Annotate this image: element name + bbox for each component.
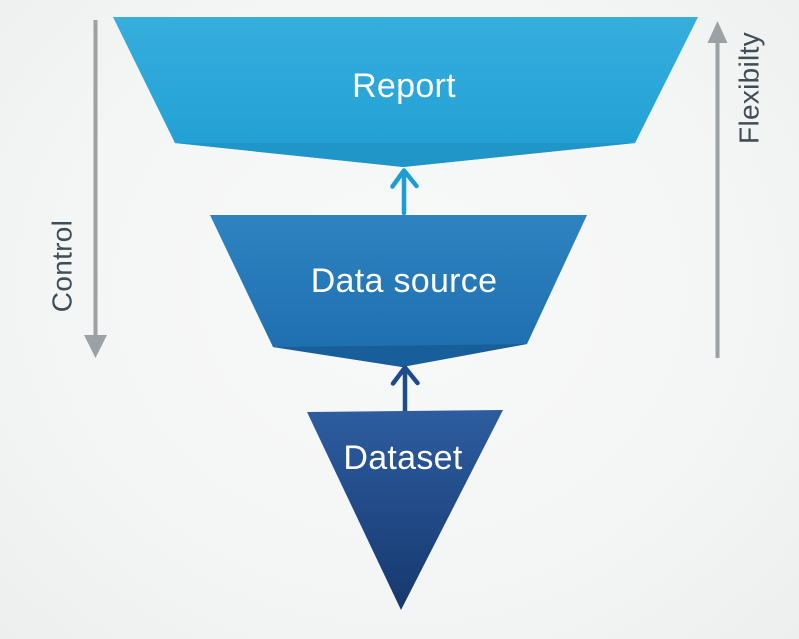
report-shape bbox=[113, 17, 698, 167]
data-source-shape bbox=[210, 215, 587, 367]
data-source-label: Data source bbox=[311, 262, 498, 300]
dataset-label: Dataset bbox=[343, 439, 463, 477]
funnel-layer-report: Report bbox=[113, 17, 698, 167]
dataset-shape bbox=[307, 410, 503, 610]
flow-arrow-up-dataset-to-datasource-icon bbox=[390, 365, 420, 415]
control-arrowhead-down-icon bbox=[84, 335, 107, 358]
funnel-layer-data-source: Data source bbox=[210, 215, 587, 367]
axis-control: Control bbox=[47, 20, 107, 358]
control-axis-label: Control bbox=[47, 220, 78, 312]
funnel-layer-dataset: Dataset bbox=[307, 410, 503, 610]
flow-arrow-up-datasource-to-report-icon bbox=[390, 168, 419, 216]
axis-flexibility: Flexibilty bbox=[707, 21, 765, 358]
report-bottom-fold bbox=[175, 143, 635, 167]
flexibility-arrowhead-up-icon bbox=[707, 21, 728, 43]
flexibility-axis-label: Flexibilty bbox=[734, 32, 765, 144]
report-label: Report bbox=[352, 67, 456, 105]
data-source-bottom-fold bbox=[273, 344, 527, 367]
